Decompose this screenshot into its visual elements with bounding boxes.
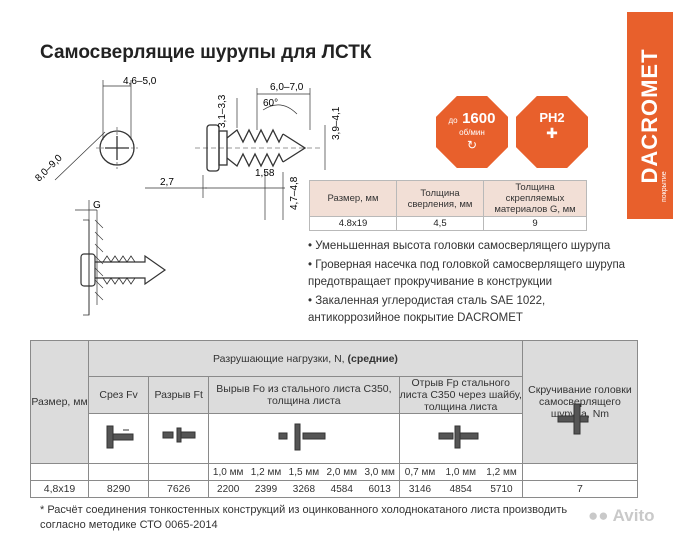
- spec-grip: 9: [483, 216, 587, 231]
- pullout-thickness-row: 1,0 мм 1,2 мм 1,5 мм 2,0 мм 3,0 мм: [209, 467, 398, 478]
- pullover-thickness: 1,0 мм: [445, 466, 476, 478]
- header-size: Размер, мм: [29, 340, 90, 464]
- rpm-value: 1600: [462, 110, 496, 127]
- header-tension: Разрыв Ft: [148, 376, 210, 414]
- brand-name: DACROMET: [637, 47, 662, 184]
- spec-header-drill: Толщина сверления, мм: [396, 180, 484, 217]
- row-shear: 8290: [88, 480, 150, 498]
- pullout-value: 2200: [217, 483, 240, 495]
- pullout-value: 6013: [368, 483, 391, 495]
- pullover-value: 3146: [408, 483, 432, 495]
- screw-technical-drawing: 4,6–5,0 6,0–7,0 3,1–3,3 60° 3,9–4,1 8,0–…: [33, 76, 342, 316]
- load-table: Размер, мм Разрушающие нагрузки, N, (сре…: [29, 340, 639, 498]
- pullover-thickness: 1,2 мм: [486, 466, 517, 478]
- row-size: 4,8x19: [29, 480, 90, 498]
- torque-diagram-icon: [521, 463, 639, 481]
- pullout-thickness: 3,0 мм: [364, 466, 395, 478]
- pullover-thickness-row: 0,7 мм 1,0 мм 1,2 мм: [400, 467, 522, 478]
- spec-table: Размер, мм Толщина сверления, мм Толщина…: [309, 180, 587, 231]
- screw-assembly-view: [75, 200, 167, 316]
- header-pullover: Отрыв Fp стального листа С350 через шайб…: [398, 376, 523, 414]
- rpm-prefix: до: [448, 116, 458, 125]
- pullout-thickness: 1,0 мм: [212, 466, 244, 478]
- pullout-thickness: 1,5 мм: [288, 466, 320, 478]
- dim-thread-diameter: 3,1–3,3: [217, 94, 228, 128]
- pullout-thickness: 1,2 мм: [250, 466, 282, 478]
- shear-diagram-icon: [88, 413, 150, 464]
- dim-drill-length: 6,0–7,0: [270, 82, 304, 93]
- pullover-value: 4854: [449, 483, 472, 495]
- dim-outer-thread: 3,9–4,1: [331, 106, 342, 140]
- list-item: • Гроверная насечка под головкой самосве…: [308, 259, 626, 288]
- screw-side-view: [145, 88, 326, 220]
- pullover-value: 5710: [490, 483, 513, 495]
- screwdriver-bit-icon: ✚: [546, 125, 558, 141]
- header-shear: Срез Fv: [88, 376, 150, 414]
- dim-head-height: 2,7: [160, 177, 174, 188]
- spec-drill: 4,5: [396, 216, 484, 231]
- dim-head-diameter: 4,6–5,0: [123, 76, 157, 87]
- screw-head-front-view: [54, 80, 138, 181]
- dim-drill-tip: 1,58: [255, 168, 275, 179]
- avito-logo-icon: ●●: [588, 506, 609, 525]
- bit-label: PH2: [539, 110, 565, 125]
- header-torque: Скручивание головки самосверлящего шуруп…: [521, 340, 639, 464]
- feature-list: • Уменьшенная высота головки самосверлящ…: [308, 238, 626, 327]
- footnote: * Расчёт соединения тонкостенных констру…: [40, 504, 568, 531]
- page-title: Самосверлящие шурупы для ЛСТК: [40, 42, 372, 63]
- tension-diagram-icon: [148, 413, 210, 464]
- bit-badge: PH2 ✚: [516, 96, 588, 168]
- dim-point-angle: 60°: [263, 98, 278, 109]
- spec-header-grip: Толщина скрепляемых материалов G, мм: [483, 180, 587, 217]
- rotation-icon: ↻: [466, 138, 478, 152]
- rpm-badge: до 1600 об/мин ↻: [436, 96, 508, 168]
- dim-washer-diameter: 8,0–9,0: [33, 152, 65, 184]
- pullout-value: 4584: [330, 483, 353, 495]
- header-loads: Разрушающие нагрузки, N, (средние): [88, 340, 523, 377]
- pullout-thickness: 2,0 мм: [326, 466, 357, 478]
- pullover-diagram-icon: [398, 413, 523, 464]
- pullout-value: 2399: [254, 483, 278, 495]
- dim-grip-g: G: [93, 200, 101, 211]
- header-pullout: Вырыв Fo из стального листа С350, толщин…: [208, 376, 400, 414]
- spec-header-size: Размер, мм: [309, 180, 397, 217]
- pullover-thickness: 0,7 мм: [404, 466, 436, 478]
- row-tension: 7626: [148, 480, 210, 498]
- rpm-unit: об/мин: [459, 128, 485, 137]
- brand-sub: покрытие: [661, 171, 668, 202]
- dacromet-banner: DACROMET покрытие: [627, 12, 673, 219]
- spec-size: 4.8x19: [309, 216, 397, 231]
- list-item: • Закаленная углеродистая сталь SAE 1022…: [308, 295, 546, 324]
- list-item: • Уменьшенная высота головки самосверлящ…: [308, 240, 611, 252]
- pullout-diagram-icon: [208, 413, 400, 464]
- pullover-values-row: 3146 4854 5710: [400, 484, 522, 495]
- torque-icon: [557, 403, 589, 435]
- dim-drill-diameter: 4,7–4,8: [289, 176, 300, 210]
- row-torque: 7: [521, 480, 639, 498]
- pullout-value: 3268: [292, 483, 316, 495]
- pullout-values-row: 2200 2399 3268 4584 6013: [209, 484, 398, 495]
- avito-watermark: ●● Avito: [588, 506, 655, 525]
